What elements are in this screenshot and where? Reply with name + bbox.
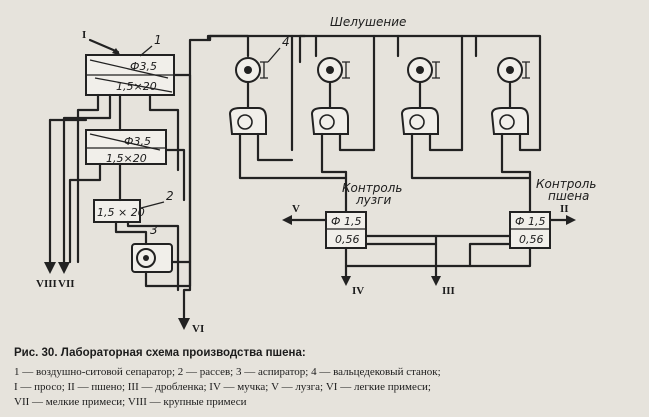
control-sieve-right: Ф 1,5 0,56 [509, 211, 551, 249]
separator-lower-sieve-bottom: 1,5×20 [106, 152, 147, 165]
husking-mill-1 [235, 57, 268, 83]
caption-fig-label: Рис. 30. [14, 347, 58, 359]
aspirator-a [228, 107, 267, 135]
separator-upper-sieve-bottom: 1,5×20 [116, 80, 157, 93]
air-sieve-separator-lower: Ф3,5 1,5×20 [85, 129, 167, 165]
output-IV-label: IV [352, 285, 364, 297]
control-husk-line1: Контроль [342, 181, 402, 195]
aspirator-c [400, 107, 439, 135]
output-V-arrow [282, 215, 292, 225]
output-VI-label: VI [192, 323, 204, 335]
caption-title: Рис. 30. Лабораторная схема производства… [14, 346, 642, 361]
output-II-arrow [566, 215, 576, 225]
output-VIII-label: VIII [36, 278, 57, 290]
output-III-arrow [431, 276, 441, 286]
output-IV-arrow [341, 276, 351, 286]
rassev-sifter: 1,5 × 20 [93, 199, 145, 223]
output-VII-arrow [58, 262, 70, 274]
output-VIII-arrow [44, 262, 56, 274]
control-right-top: Ф 1,5 [515, 215, 545, 228]
husking-mill-3 [407, 57, 440, 83]
caption-fig-title: Лабораторная схема производства пшена: [60, 347, 306, 359]
husking-mill-2 [317, 57, 350, 83]
air-sieve-separator-upper: Ф3,5 1,5×20 [85, 54, 175, 96]
input-I-label: I [82, 29, 86, 41]
separator-lower-sieve-top: Ф3,5 [124, 135, 151, 148]
output-V-label: V [292, 203, 300, 215]
label-4: 4 [282, 35, 290, 49]
control-left-bot: 0,56 [335, 233, 360, 246]
output-VII-label: VII [58, 278, 75, 290]
output-II-label: II [560, 203, 569, 215]
output-VI-arrow [178, 318, 190, 330]
aspirator-b [310, 107, 349, 135]
production-scheme-diagram: Шелушение I Ф3,5 1,5×20 1 Ф3,5 1,5×20 1,… [36, 15, 596, 335]
figure-caption: Рис. 30. Лабораторная схема производства… [14, 346, 642, 410]
husking-mill-4 [497, 57, 530, 83]
control-millet-line1: Контроль [536, 177, 596, 191]
aspirator-d [490, 107, 529, 135]
rassev-sieve-size: 1,5 × 20 [97, 206, 145, 219]
output-III-label: III [442, 285, 455, 297]
label-1: 1 [154, 33, 162, 47]
caption-line-2: I — просо; II — пшено; III — дробленка; … [14, 381, 431, 393]
control-millet-line2: пшена [548, 189, 589, 203]
control-husk-line2: лузги [355, 193, 391, 207]
label-3: 3 [150, 223, 158, 237]
separator-upper-sieve-top: Ф3,5 [130, 60, 157, 73]
caption-line-3: VII — мелкие примеси; VIII — крупные при… [14, 396, 247, 408]
control-left-top: Ф 1,5 [331, 215, 361, 228]
husking-heading: Шелушение [330, 15, 406, 29]
control-sieve-left: Ф 1,5 0,56 [325, 211, 367, 249]
aspirator [131, 243, 173, 273]
label-2: 2 [166, 189, 174, 203]
caption-line-1: 1 — воздушно-ситовой сепаратор; 2 — расс… [14, 366, 441, 378]
control-right-bot: 0,56 [519, 233, 544, 246]
flow-main-top [208, 34, 307, 64]
input-I-arrow [88, 38, 120, 54]
